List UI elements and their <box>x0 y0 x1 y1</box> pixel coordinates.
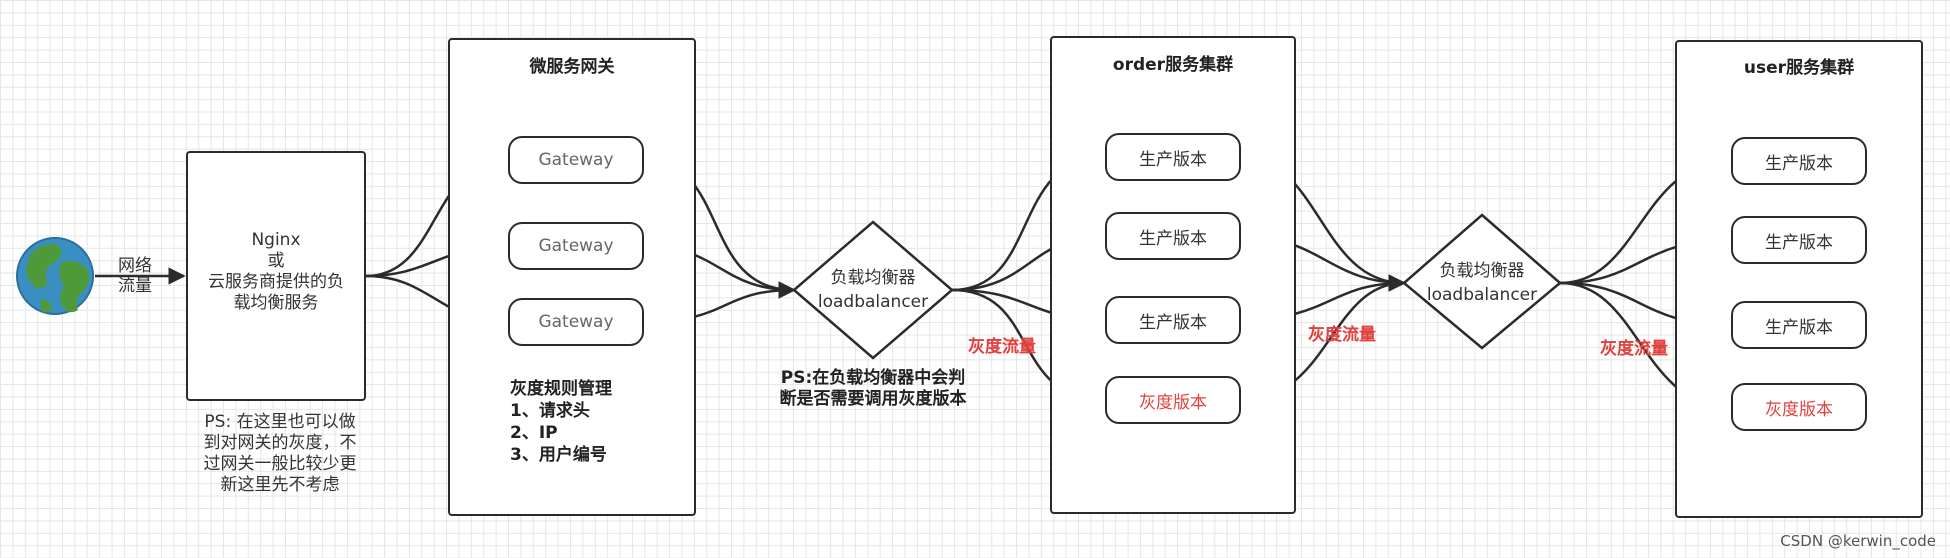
gateway-node: Gateway <box>508 222 644 270</box>
gateway-node: Gateway <box>508 136 644 184</box>
user-node: 生产版本 <box>1731 137 1867 185</box>
globe-icon <box>16 237 94 315</box>
order-cluster-title: order服务集群 <box>1112 55 1234 75</box>
entry-box <box>186 151 366 401</box>
lb1-diamond <box>792 220 954 360</box>
watermark: CSDN @kerwin_code <box>1780 532 1936 550</box>
lb2-label: 负载均衡器 loadbalancer <box>1426 261 1538 305</box>
order-node: 生产版本 <box>1105 212 1241 260</box>
order-cluster-box <box>1050 36 1296 514</box>
order-gray-node: 灰度版本 <box>1105 376 1241 424</box>
lb2-gray-flow-label: 灰度流量 <box>1308 325 1376 345</box>
lb2-diamond <box>1402 213 1562 350</box>
entry-label: Nginx 或 云服务商提供的负 载均衡服务 <box>208 230 344 313</box>
user-node: 生产版本 <box>1731 301 1867 349</box>
gateway-cluster-title: 微服务网关 <box>529 57 615 77</box>
gray-rules: 灰度规则管理 1、请求头 2、IP 3、用户编号 <box>510 379 612 465</box>
gateway-node: Gateway <box>508 298 644 346</box>
user-cluster-box <box>1675 40 1923 518</box>
user-gray-node: 灰度版本 <box>1731 383 1867 431</box>
user-node: 生产版本 <box>1731 216 1867 264</box>
order-node: 生产版本 <box>1105 296 1241 344</box>
order-node: 生产版本 <box>1105 133 1241 181</box>
entry-note: PS: 在这里也可以做 到对网关的灰度，不 过网关一般比较少更 新这里先不考虑 <box>203 412 357 495</box>
order-gray-flow-label: 灰度流量 <box>968 337 1036 357</box>
source-label: 网络 流量 <box>118 256 152 296</box>
user-cluster-title: user服务集群 <box>1743 58 1855 78</box>
lb1-label: 负载均衡器 loadbalancer <box>817 268 929 312</box>
lb1-note: PS:在负载均衡器中会判 断是否需要调用灰度版本 <box>779 368 967 409</box>
gateway-cluster-box <box>448 38 696 516</box>
user-gray-flow-label: 灰度流量 <box>1600 339 1668 359</box>
